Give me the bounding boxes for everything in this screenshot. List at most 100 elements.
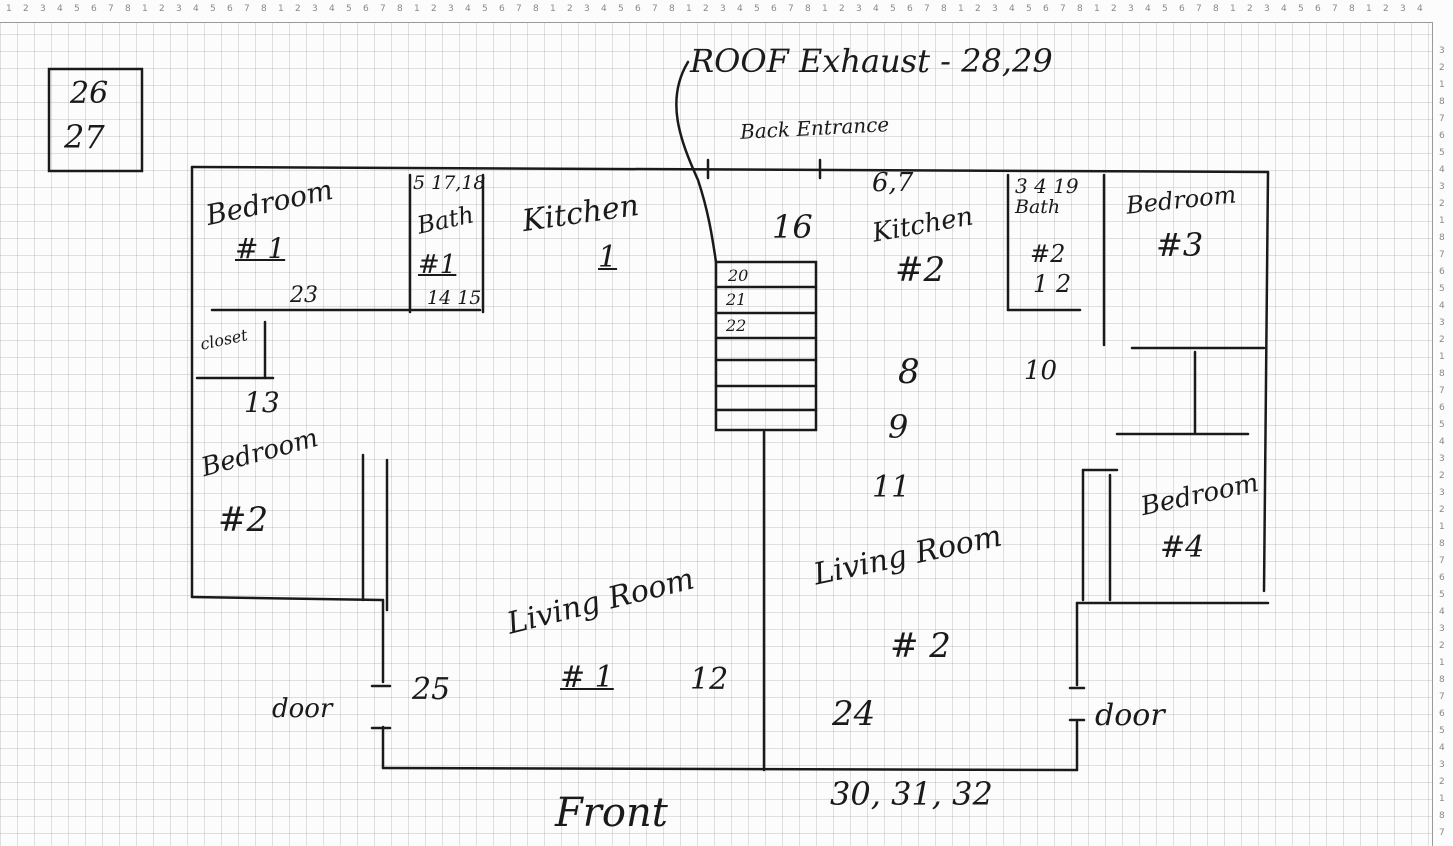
ruler-tick-label: 3 xyxy=(1400,4,1406,14)
ruler-tick-label: 5 xyxy=(1439,284,1445,294)
ruler-tick-label: 1 xyxy=(1439,658,1445,668)
ruler-tick-label: 3 xyxy=(1439,454,1445,464)
ruler-tick-label: 1 xyxy=(414,4,420,14)
ruler-tick-label: 7 xyxy=(1060,4,1066,14)
ruler-tick-label: 2 xyxy=(1439,471,1445,481)
ruler-tick-label: 2 xyxy=(23,4,29,14)
ruler-tick-label: 3 xyxy=(1439,318,1445,328)
box-label-26: 26 xyxy=(70,76,109,111)
ruler-tick-label: 3 xyxy=(992,4,998,14)
ruler-tick-label: 1 xyxy=(686,4,692,14)
ruler-tick-label: 7 xyxy=(1332,4,1338,14)
stairs xyxy=(714,260,818,432)
label-12: 12 xyxy=(690,662,729,697)
bath1-bottom-numbers: 14 15 xyxy=(427,287,482,309)
label-23: 23 xyxy=(290,283,318,308)
ruler-tick-label: 6 xyxy=(91,4,97,14)
ruler-tick-label: 2 xyxy=(1247,4,1253,14)
ruler-tick-label: 7 xyxy=(1196,4,1202,14)
ruler-tick-label: 7 xyxy=(788,4,794,14)
ruler-tick-label: 7 xyxy=(516,4,522,14)
bath2-numbers: 3 4 19 xyxy=(1015,174,1079,198)
bath1-numbers: 5 17,18 xyxy=(413,172,486,194)
ruler-tick-label: 4 xyxy=(1281,4,1287,14)
ruler-tick-label: 5 xyxy=(210,4,216,14)
ruler-tick-label: 4 xyxy=(1009,4,1015,14)
ruler-tick-label: 7 xyxy=(924,4,930,14)
ruler-tick-label: 6 xyxy=(227,4,233,14)
ruler-tick-label: 4 xyxy=(1439,165,1445,175)
ruler-tick-label: 1 xyxy=(958,4,964,14)
ruler-tick-label: 7 xyxy=(1439,250,1445,260)
ruler-tick-label: 8 xyxy=(1077,4,1083,14)
ruler-tick-label: 1 xyxy=(1439,522,1445,532)
outer-wall-top xyxy=(190,165,1270,174)
ruler-tick-label: 8 xyxy=(1439,97,1445,107)
outer-wall-bottom xyxy=(381,766,1079,772)
ruler-tick-label: 7 xyxy=(244,4,250,14)
ruler-tick-label: 8 xyxy=(1439,539,1445,549)
ruler-tick-label: 6 xyxy=(1315,4,1321,14)
ruler-tick-label: 3 xyxy=(40,4,46,14)
ruler-tick-label: 7 xyxy=(380,4,386,14)
ruler-tick-label: 3 xyxy=(1439,488,1445,498)
ruler-tick-label: 6 xyxy=(1439,131,1445,141)
ruler-tick-label: 8 xyxy=(533,4,539,14)
ruler-tick-label: 4 xyxy=(1145,4,1151,14)
ruler-tick-label: 8 xyxy=(1349,4,1355,14)
ruler-tick-label: 2 xyxy=(975,4,981,14)
ruler-tick-label: 1 xyxy=(550,4,556,14)
ruler-tick-label: 5 xyxy=(1026,4,1032,14)
ruler-tick-label: 6 xyxy=(771,4,777,14)
ruler-tick-label: 3 xyxy=(720,4,726,14)
left-door-label: door xyxy=(272,694,333,724)
stair-label-20: 20 xyxy=(728,266,749,285)
ruler-tick-label: 5 xyxy=(618,4,624,14)
label-30-31-32: 30, 31, 32 xyxy=(830,775,993,813)
ruler-tick-label: 8 xyxy=(397,4,403,14)
label-25: 25 xyxy=(412,672,451,707)
ruler-tick-label: 5 xyxy=(1439,420,1445,430)
ruler-tick-label: 5 xyxy=(1298,4,1304,14)
ruler-tick-label: 2 xyxy=(1383,4,1389,14)
ruler-tick-label: 4 xyxy=(601,4,607,14)
ruler-tick-label: 8 xyxy=(1439,369,1445,379)
ruler-tick-label: 1 xyxy=(6,4,12,14)
bedroom4-number: #4 xyxy=(1160,530,1205,565)
kitchen1-number: 1 xyxy=(598,240,618,275)
ruler-tick-label: 7 xyxy=(1439,386,1445,396)
ruler-tick-label: 1 xyxy=(1094,4,1100,14)
ruler-tick-label: 1 xyxy=(1439,216,1445,226)
ruler-tick-label: 4 xyxy=(737,4,743,14)
label-16: 16 xyxy=(772,208,813,246)
ruler-tick-label: 6 xyxy=(635,4,641,14)
ruler-tick-label: 2 xyxy=(159,4,165,14)
ruler-tick-label: 6 xyxy=(1439,403,1445,413)
living2-number: # 2 xyxy=(890,626,951,666)
ruler-tick-label: 8 xyxy=(1439,233,1445,243)
ruler-tick-label: 1 xyxy=(822,4,828,14)
ruler-tick-label: 8 xyxy=(125,4,131,14)
ruler-tick-label: 6 xyxy=(907,4,913,14)
ruler-tick-label: 4 xyxy=(873,4,879,14)
ruler-tick-label: 4 xyxy=(1439,743,1445,753)
ruler-tick-label: 7 xyxy=(108,4,114,14)
ruler-tick-label: 7 xyxy=(1439,692,1445,702)
ruler-tick-label: 6 xyxy=(1179,4,1185,14)
ruler-tick-label: 3 xyxy=(856,4,862,14)
ruler-tick-label: 8 xyxy=(1439,675,1445,685)
outer-wall-right xyxy=(1262,170,1270,593)
label-11: 11 xyxy=(872,470,911,505)
ruler-tick-label: 1 xyxy=(1439,80,1445,90)
bedroom3-number: #3 xyxy=(1156,226,1204,264)
ruler-tick-label: 3 xyxy=(1439,760,1445,770)
ruler-tick-label: 7 xyxy=(652,4,658,14)
ruler-tick-label: 4 xyxy=(193,4,199,14)
ruler-tick-label: 3 xyxy=(1439,182,1445,192)
ruler-tick-label: 4 xyxy=(1439,301,1445,311)
ruler-tick-label: 2 xyxy=(295,4,301,14)
ruler-tick-label: 2 xyxy=(1439,199,1445,209)
ruler-tick-label: 4 xyxy=(329,4,335,14)
